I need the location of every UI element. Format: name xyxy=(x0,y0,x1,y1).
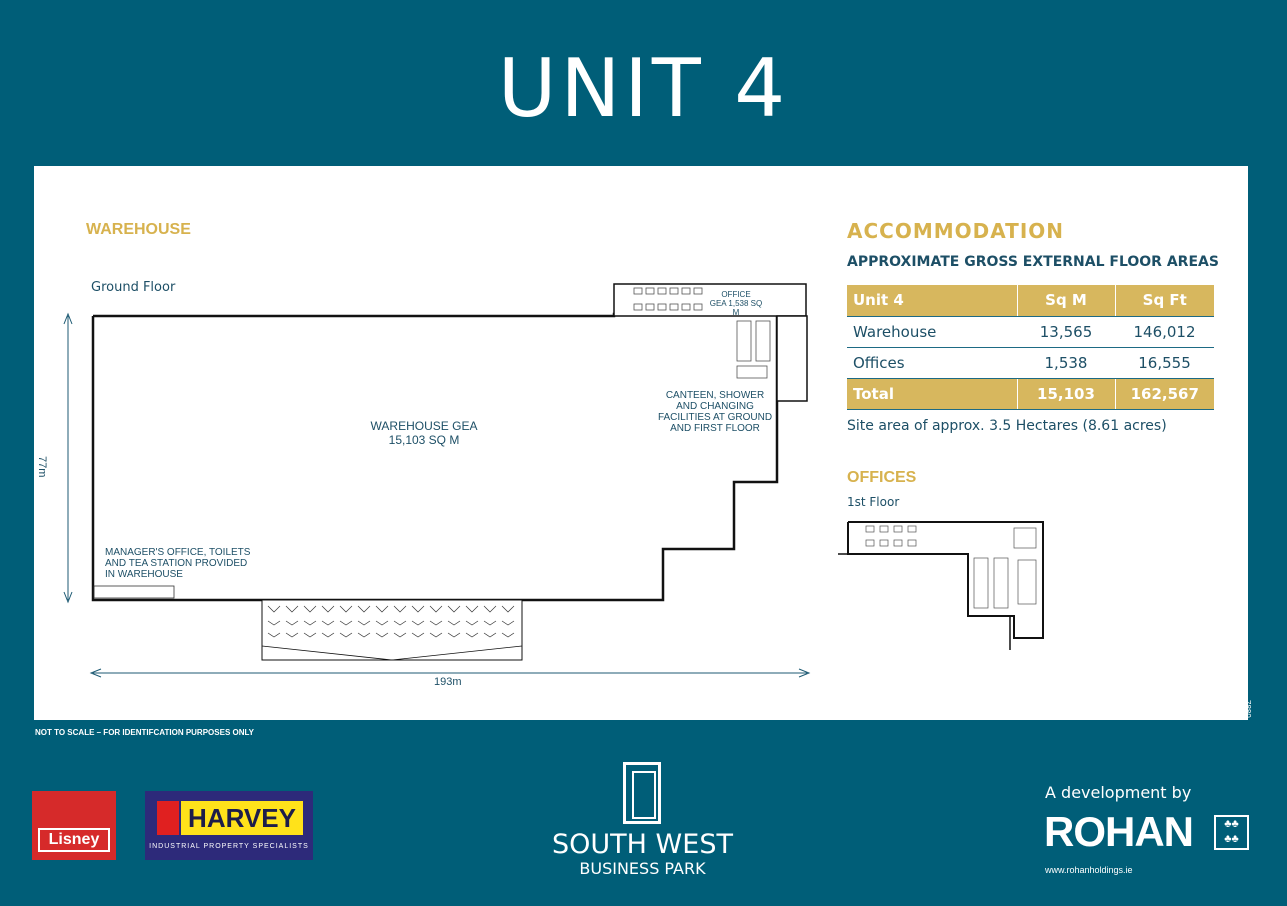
table-total-row: Total 15,103 162,567 xyxy=(847,378,1214,410)
table-cell: Offices xyxy=(847,347,1017,379)
harvey-logo[interactable]: HARVEY INDUSTRIAL PROPERTY SPECIALISTS xyxy=(145,791,313,860)
first-floor-label: 1st Floor xyxy=(847,495,900,509)
accommodation-subheading: APPROXIMATE GROSS EXTERNAL FLOOR AREAS xyxy=(847,254,1219,270)
content-panel: WAREHOUSE Ground Floor xyxy=(34,166,1248,720)
harvey-logo-text: HARVEY xyxy=(181,801,303,835)
ground-floor-label: Ground Floor xyxy=(91,280,176,295)
manager-line: MANAGER'S OFFICE, TOILETS xyxy=(105,547,251,558)
rohan-logo[interactable]: ROHAN xyxy=(1044,808,1194,855)
reference-code: 7880 xyxy=(1243,700,1252,718)
page-title: UNIT 4 xyxy=(497,42,790,135)
south-west-logo-name: SOUTH WEST xyxy=(552,829,733,860)
lisney-logo-text: Lisney xyxy=(38,828,110,852)
accommodation-heading: ACCOMMODATION xyxy=(847,219,1064,243)
table-cell: 16,555 xyxy=(1115,347,1214,379)
rohan-website-link[interactable]: www.rohanholdings.ie xyxy=(1045,865,1133,875)
table-cell: 15,103 xyxy=(1017,378,1116,410)
office-note-line2: GEA 1,538 SQ M xyxy=(709,299,763,317)
canteen-line: FACILITIES AT GROUND xyxy=(657,412,773,423)
table-cell: Warehouse xyxy=(847,316,1017,348)
manager-line: AND TEA STATION PROVIDED xyxy=(105,558,248,569)
warehouse-heading: WAREHOUSE xyxy=(86,221,191,238)
warehouse-gea-line1: WAREHOUSE GEA xyxy=(370,419,478,433)
development-by-text: A development by xyxy=(1045,783,1192,802)
office-note-line1: OFFICE xyxy=(721,290,751,299)
table-header-cell: Unit 4 xyxy=(847,285,1018,317)
south-west-logo-sub: BUSINESS PARK xyxy=(579,859,706,878)
table-row: Warehouse 13,565 146,012 xyxy=(847,316,1214,348)
table-cell: 13,565 xyxy=(1017,316,1115,348)
canteen-line: CANTEEN, SHOWER xyxy=(665,390,765,401)
table-row: Offices 1,538 16,555 xyxy=(847,347,1214,379)
dimension-vertical: 77m xyxy=(36,456,48,478)
harvey-red-block xyxy=(157,801,179,835)
table-cell: 146,012 xyxy=(1115,316,1214,348)
table-cell: Total xyxy=(847,378,1018,410)
rohan-crest-icon: ♣♣♣♣ xyxy=(1214,815,1249,850)
scale-disclaimer: NOT TO SCALE – FOR IDENTIFCATION PURPOSE… xyxy=(35,728,254,737)
canteen-line: AND FIRST FLOOR xyxy=(670,423,760,434)
offices-heading: OFFICES xyxy=(847,469,917,486)
table-cell: 162,567 xyxy=(1115,378,1214,410)
canteen-note: CANTEEN, SHOWER AND CHANGING FACILITIES … xyxy=(656,390,774,434)
table-cell: 1,538 xyxy=(1017,347,1115,379)
site-area-text: Site area of approx. 3.5 Hectares (8.61 … xyxy=(847,418,1167,434)
table-header-cell: Sq Ft xyxy=(1115,285,1214,317)
table-header-cell: Sq M xyxy=(1017,285,1116,317)
manager-note: MANAGER'S OFFICE, TOILETS AND TEA STATIO… xyxy=(105,547,250,580)
warehouse-floor-plan xyxy=(63,283,811,678)
table-header-row: Unit 4 Sq M Sq Ft xyxy=(847,285,1214,317)
warehouse-gea: WAREHOUSE GEA 15,103 SQ M xyxy=(354,419,494,447)
dimension-horizontal: 193m xyxy=(434,676,462,688)
warehouse-gea-line2: 15,103 SQ M xyxy=(388,433,460,447)
south-west-logo-mark-icon xyxy=(623,762,661,824)
manager-line: IN WAREHOUSE xyxy=(105,569,183,580)
lisney-logo[interactable]: Lisney xyxy=(32,791,116,860)
office-floor-plan xyxy=(838,521,1044,650)
accommodation-table: Unit 4 Sq M Sq Ft Warehouse 13,565 146,0… xyxy=(847,285,1214,410)
harvey-tagline: INDUSTRIAL PROPERTY SPECIALISTS xyxy=(149,843,309,850)
office-note: OFFICE GEA 1,538 SQ M xyxy=(706,290,766,317)
canteen-line: AND CHANGING xyxy=(676,401,754,412)
